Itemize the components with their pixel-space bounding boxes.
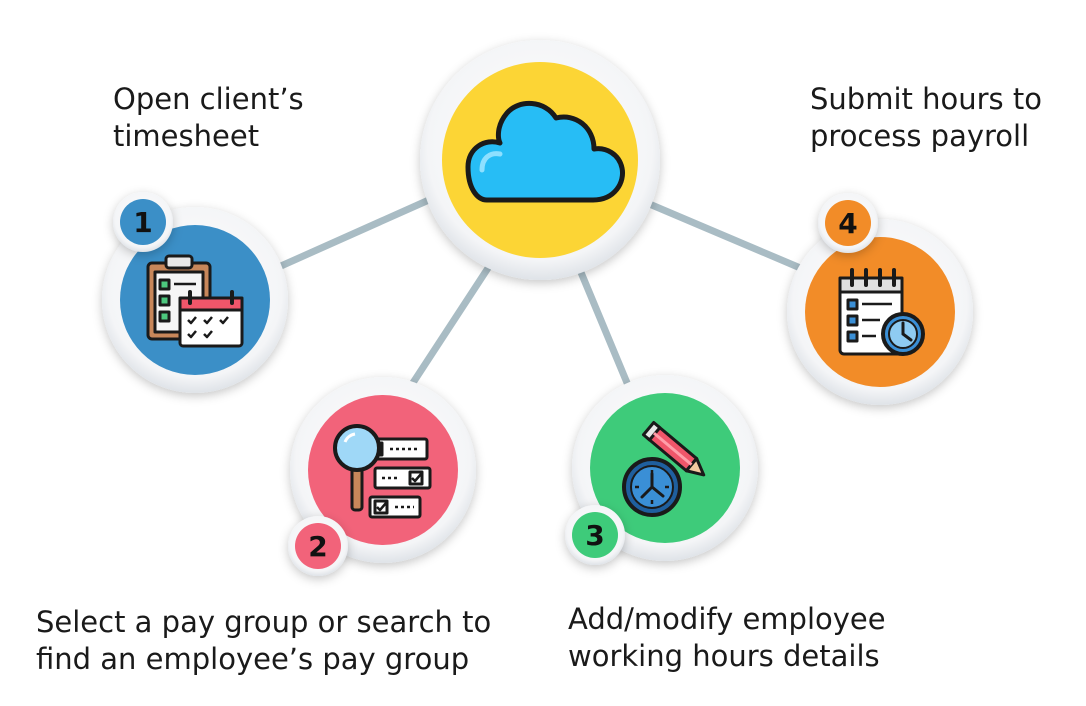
cloud-icon	[465, 100, 626, 203]
clock-pencil-icon	[622, 421, 706, 517]
step-4-label-line-2: process payroll	[810, 119, 1030, 153]
step-2-number: 2	[308, 530, 327, 563]
clipboard-calendar-icon	[146, 254, 244, 348]
step-3-number: 3	[585, 519, 604, 552]
connector-2	[401, 261, 494, 399]
step-2-node: 2	[288, 377, 476, 576]
step-2-label-line-2: find an employee’s pay group	[36, 642, 470, 676]
magnifier-checklist-icon	[333, 424, 432, 519]
step-1-label-line-2: timesheet	[113, 119, 260, 153]
step-3-label-line-1: Add/modify employee	[568, 602, 886, 636]
step-3-label: Add/modify employee working hours detail…	[568, 601, 886, 675]
step-2-label-line-1: Select a pay group or search to	[36, 605, 492, 639]
step-2-label: Select a pay group or search to find an …	[36, 604, 491, 678]
connector-4	[636, 196, 809, 274]
step-4-label-line-1: Submit hours to	[810, 82, 1042, 116]
connector-3	[576, 266, 634, 394]
step-1-label-line-1: Open client’s	[113, 82, 304, 116]
step-3-node: 3	[565, 375, 758, 565]
step-1-node: 1	[102, 192, 288, 393]
step-4-number: 4	[838, 207, 857, 240]
center-node	[420, 40, 660, 280]
step-1-number: 1	[133, 206, 152, 239]
step-4-node: 4	[787, 193, 973, 405]
connectors	[268, 191, 809, 399]
step-4-label: Submit hours to process payroll	[810, 81, 1042, 155]
calendar-clock-icon	[838, 268, 925, 356]
step-1-label: Open client’s timesheet	[113, 81, 304, 155]
connector-1	[268, 191, 444, 274]
step-3-label-line-2: working hours details	[568, 639, 880, 673]
